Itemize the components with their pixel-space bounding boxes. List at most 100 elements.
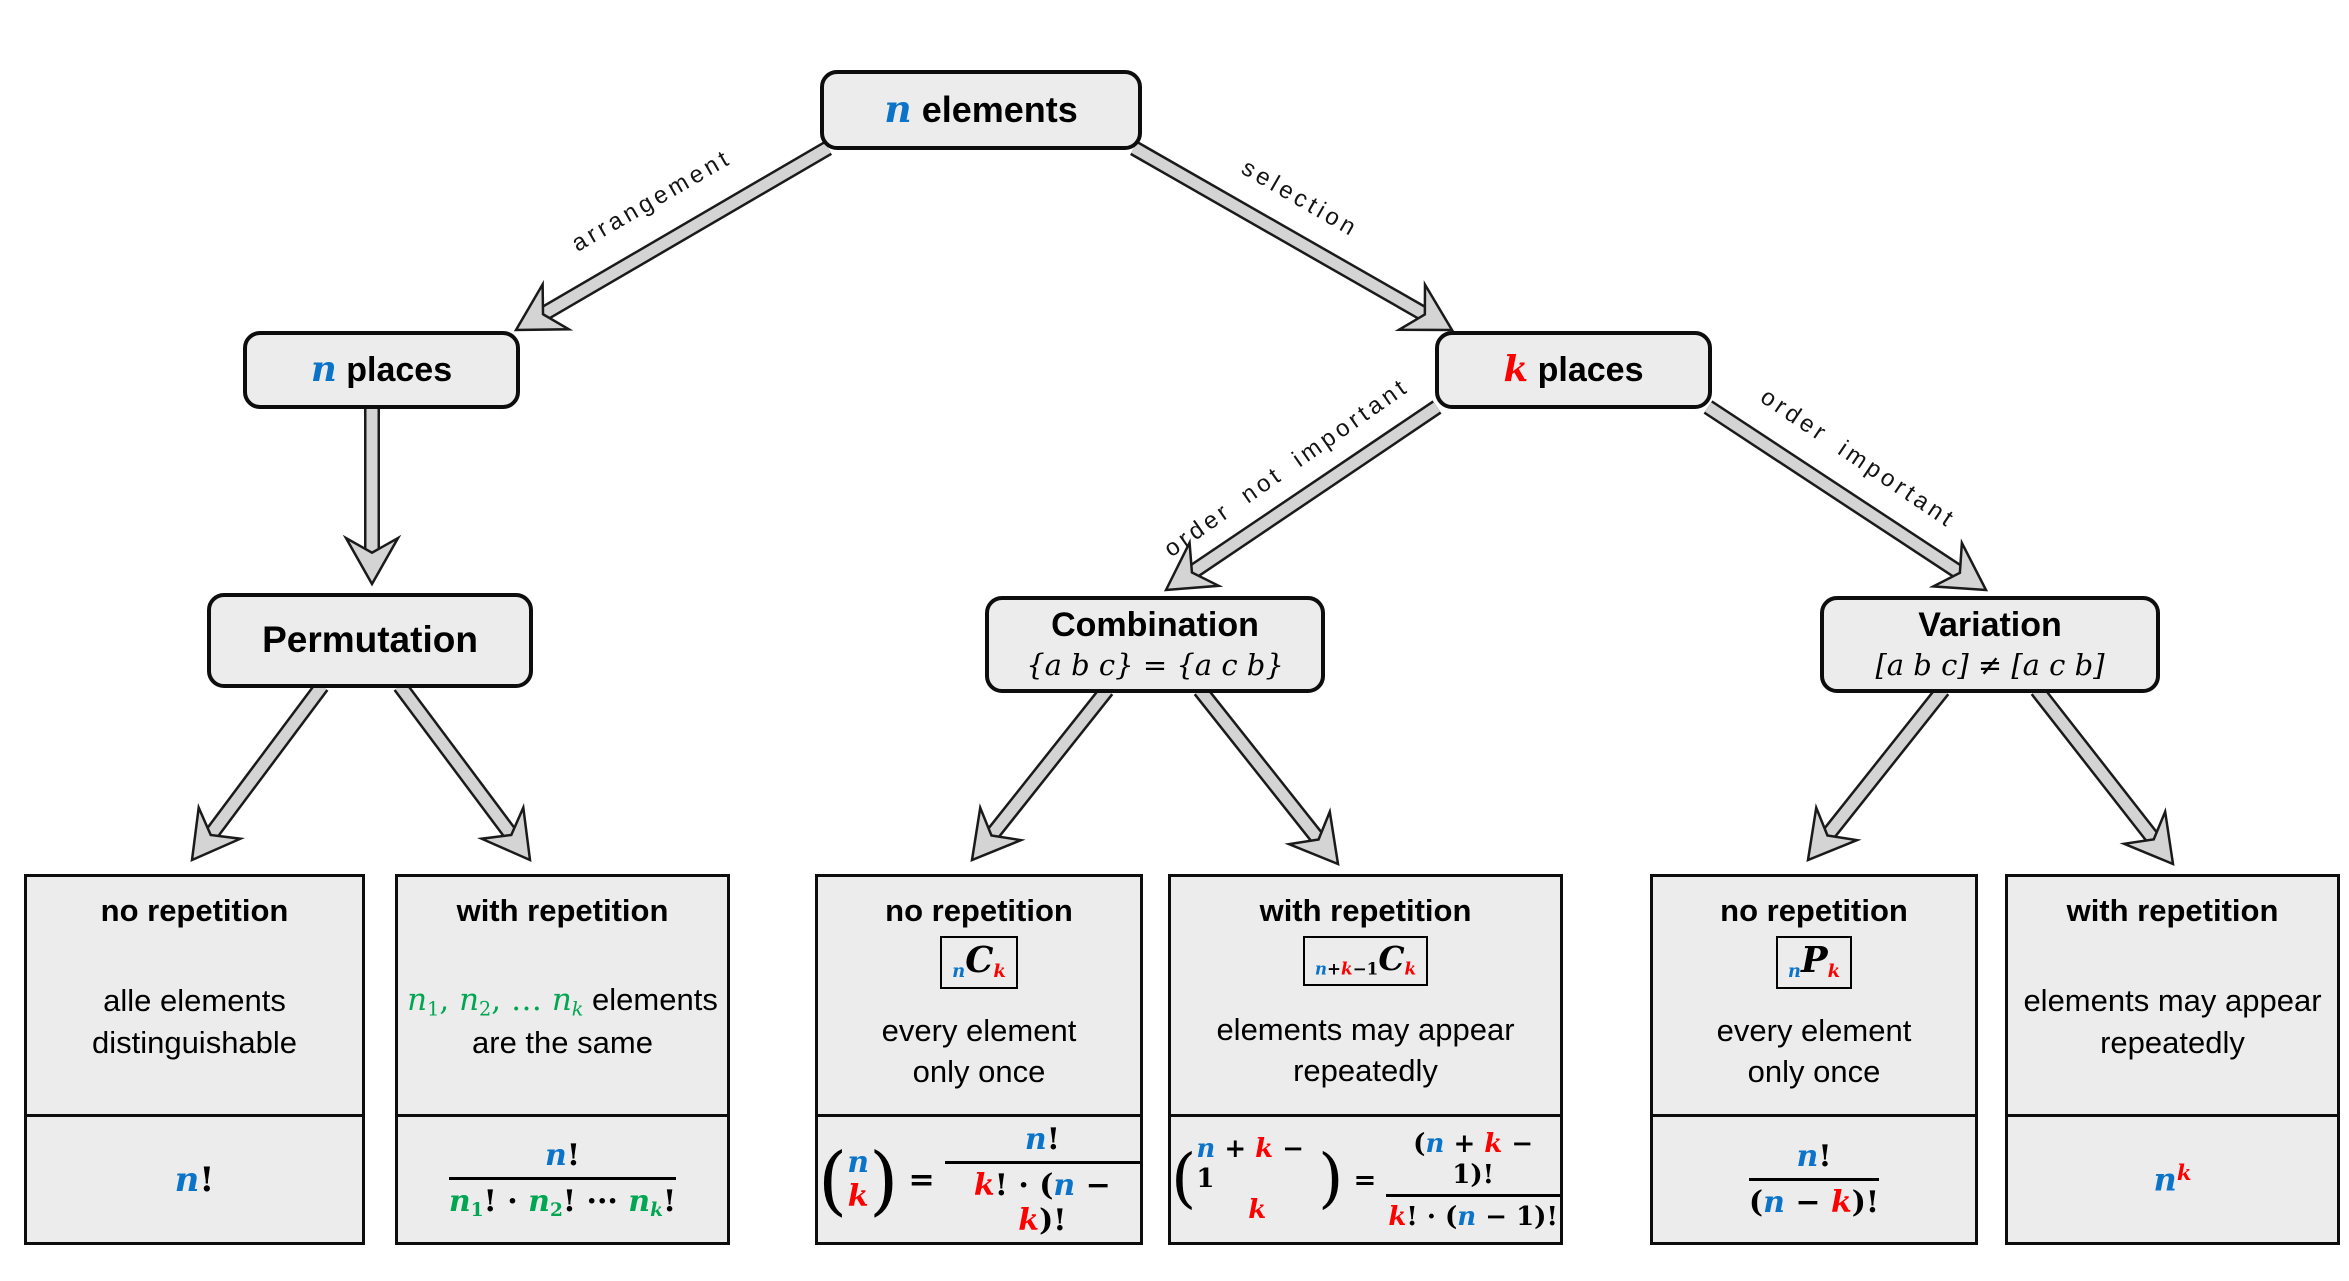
arrow: [1193, 685, 1340, 866]
math-token: k: [1388, 1201, 1407, 1232]
arrow: [513, 141, 833, 332]
card-header-section: with repetition n1, n2, … nk elements ar…: [398, 877, 727, 1117]
math-token: k: [2176, 1160, 2192, 1186]
math-token: k: [1827, 961, 1841, 983]
math-token: ,: [439, 982, 460, 1019]
math-token: !: [566, 1137, 580, 1173]
card-header-section: no repetition alle elements distinguisha…: [27, 877, 362, 1117]
arrow: [393, 681, 532, 863]
math-token: ! ·: [483, 1183, 529, 1219]
node-label: Variation: [1918, 606, 2062, 645]
math-token: n: [545, 1137, 567, 1173]
math-token: n: [459, 982, 480, 1019]
node-combination: Combination {a b c} = {a c b}: [985, 596, 1325, 693]
formula-n-factorial: n!: [175, 1160, 215, 1200]
node-subtitle: [a b c] ≠ [a c b]: [1875, 647, 2105, 682]
math-token: n: [407, 982, 428, 1019]
math-token: n: [1425, 1128, 1445, 1159]
card-variation-with-repetition: with repetition elements may appear repe…: [2005, 874, 2340, 1245]
card-formula-section: ( n k ) = n! k! · (n − k)!: [818, 1117, 1140, 1242]
math-inline: n1, n2, … nk: [407, 982, 583, 1020]
math-token: n: [1457, 1201, 1477, 1232]
math-token: k: [1255, 1134, 1274, 1165]
math-token: n: [1024, 1121, 1047, 1157]
math-token: n: [1196, 1134, 1216, 1165]
math-token: k: [1248, 1194, 1267, 1225]
math-token: ! · (: [994, 1167, 1054, 1203]
math-token: !: [1818, 1139, 1832, 1174]
card-permutation-with-repetition: with repetition n1, n2, … nk elements ar…: [395, 874, 730, 1245]
card-formula-section: n!: [27, 1117, 362, 1242]
math-token: ! ···: [562, 1183, 629, 1219]
arrow: [190, 681, 329, 863]
card-formula-section: n! (n − k)!: [1653, 1117, 1975, 1242]
math-token: k: [1484, 1128, 1503, 1159]
math-token: +: [1444, 1128, 1485, 1159]
symbol-n+k-1Ck: n+k−1Ck: [1302, 936, 1429, 986]
arrow: [1130, 141, 1455, 332]
node-label: n elements: [884, 87, 1078, 132]
math-token: n: [1053, 1167, 1076, 1203]
math-token: n: [448, 1183, 471, 1219]
node-label: Combination: [1051, 606, 1259, 645]
math-token: (: [1748, 1185, 1764, 1220]
node-permutation: Permutation: [207, 593, 533, 688]
arrow: [1703, 400, 1989, 592]
math-token: n: [1763, 1185, 1785, 1220]
math-token: !: [1046, 1121, 1060, 1157]
math-token: −1: [1352, 958, 1379, 979]
card-variation-no-repetition: no repetition nPk every element only onc…: [1650, 874, 1978, 1245]
math-token: − 1)!: [1476, 1201, 1558, 1232]
node-k-places: k places: [1435, 331, 1712, 409]
arrow: [2030, 685, 2175, 867]
math-token: n: [2153, 1160, 2177, 1199]
math-token: − 1: [1196, 1134, 1305, 1195]
card-combination-no-repetition: no repetition nCk every element only onc…: [815, 874, 1143, 1245]
card-description: elements may appear repeatedly: [2023, 983, 2322, 1060]
math-token: !: [199, 1159, 215, 1200]
math-token: k: [1341, 958, 1353, 979]
formula-binomial: ( n k ) = n! k! · (n − k)!: [818, 1122, 1140, 1238]
math-token: C: [965, 940, 994, 981]
card-description: every element only once: [1716, 1013, 1912, 1090]
card-title: no repetition: [885, 893, 1073, 928]
math-token: k: [650, 1200, 663, 1222]
arrow: [1806, 685, 1950, 862]
math-token: n: [1314, 958, 1328, 979]
node-label: k places: [1503, 348, 1644, 391]
math-token: P: [1801, 940, 1828, 981]
math-token: n: [1796, 1139, 1819, 1174]
math-token: k: [847, 1178, 869, 1214]
card-header-section: with repetition n+k−1Ck elements may app…: [1171, 877, 1560, 1117]
math-token: n: [551, 982, 572, 1019]
math-token: k: [571, 997, 584, 1021]
card-header-section: no repetition nCk every element only onc…: [818, 877, 1140, 1117]
formula-k-permutation: n! (n − k)!: [1748, 1139, 1880, 1220]
math-token: +: [1215, 1134, 1256, 1165]
card-title: with repetition: [456, 893, 669, 928]
node-n-elements: n elements: [820, 70, 1142, 150]
node-label: n places: [310, 348, 453, 391]
math-token: , …: [491, 982, 552, 1019]
math-token: n: [174, 1159, 200, 1200]
card-description: alle elements distinguishable: [91, 983, 298, 1060]
symbol-nCk: nCk: [940, 936, 1018, 989]
card-header-section: with repetition elements may appear repe…: [2008, 877, 2337, 1117]
node-subtitle: {a b c} = {a c b}: [1026, 647, 1284, 682]
arrow: [342, 409, 402, 587]
math-token: 1: [427, 997, 440, 1021]
arrow: [1163, 400, 1442, 592]
math-token: −: [1784, 1185, 1831, 1220]
math-token: k: [1830, 1185, 1852, 1220]
math-token: −: [1075, 1167, 1111, 1203]
math-token: !: [662, 1183, 677, 1219]
card-title: no repetition: [100, 893, 289, 928]
card-formula-section: ( n + k − 1 k ) = (n + k − 1)! k! · (n −…: [1171, 1117, 1560, 1242]
math-token: n: [628, 1183, 651, 1219]
math-token: )!: [1039, 1202, 1067, 1238]
formula-binomial-repetition: ( n + k − 1 k ) = (n + k − 1)! k! · (n −…: [1171, 1128, 1560, 1232]
formula-multiset-permutation: n! n1! · n2! ··· nk!: [448, 1137, 677, 1222]
math-token: n: [847, 1144, 870, 1180]
math-token: n: [1787, 961, 1801, 983]
